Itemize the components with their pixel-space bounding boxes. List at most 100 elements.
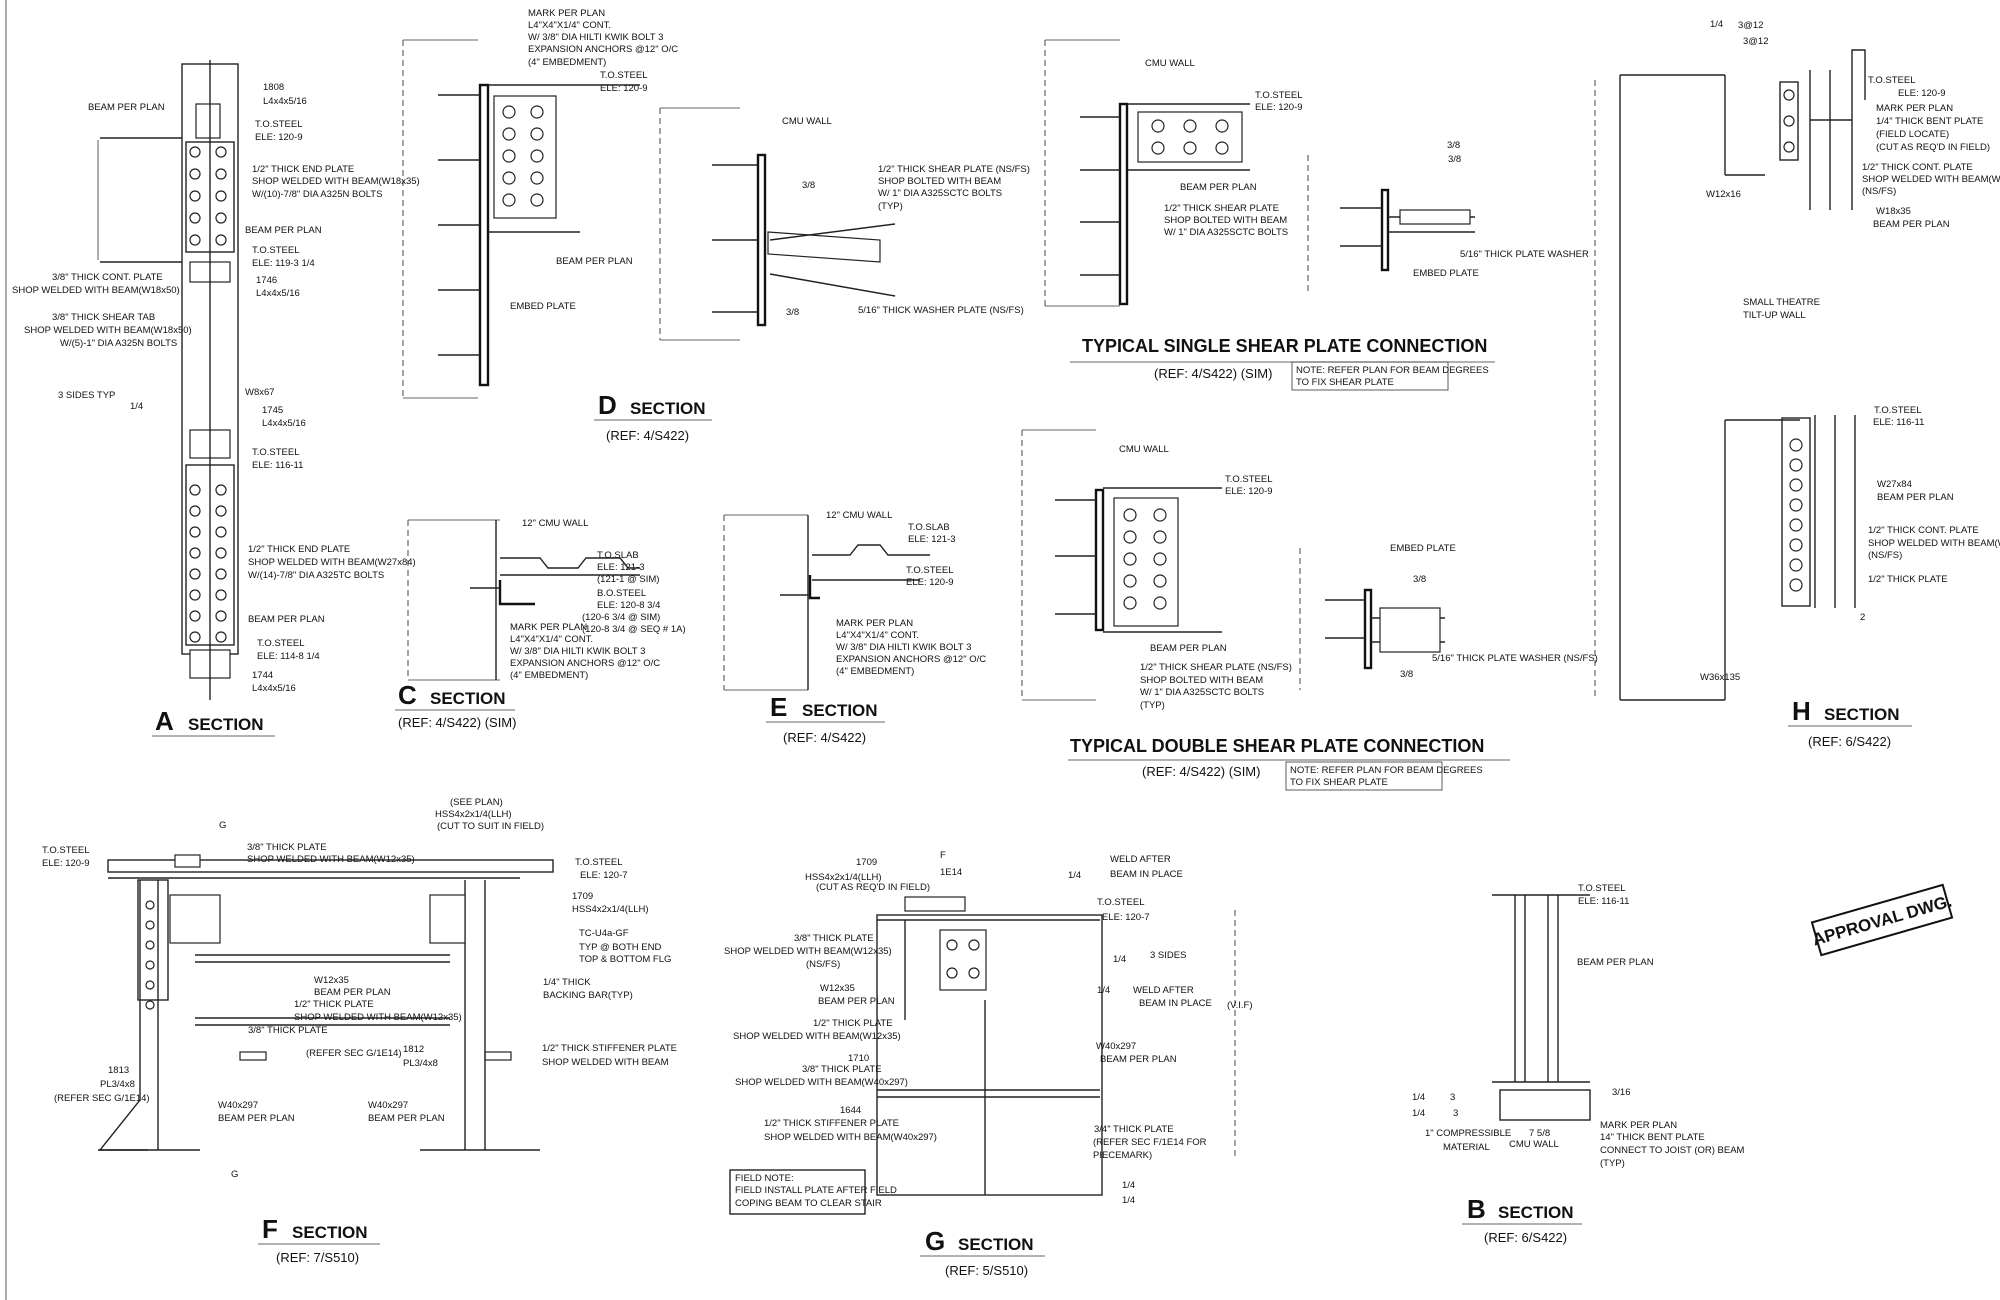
- section-f-label: 1/2" THICK STIFFENER PLATE: [542, 1043, 677, 1054]
- section-g-label: 1/2" THICK PLATE: [813, 1018, 893, 1029]
- section-d-label: W/ 1" DIA A325SCTC BOLTS: [878, 188, 1002, 199]
- double-shear-note-2: TO FIX SHEAR PLATE: [1290, 777, 1388, 788]
- single-shear-label: SHOP BOLTED WITH BEAM: [1164, 215, 1287, 226]
- bolt-icon: [502, 171, 516, 185]
- title-g: G SECTION (REF: 5/S510): [920, 1226, 1045, 1278]
- section-d-label: BEAM PER PLAN: [556, 256, 633, 267]
- section-c-label: 12" CMU WALL: [522, 518, 588, 529]
- section-h-label: 1/2" THICK CONT. PLATE: [1862, 162, 1973, 173]
- section-b-label: 3/16: [1612, 1087, 1631, 1098]
- section-h-label: 1/4: [1710, 19, 1723, 30]
- double-shear-label: 3/8: [1400, 669, 1413, 680]
- section-a-label: W/(14)-7/8" DIA A325TC BOLTS: [248, 570, 384, 581]
- section-g-label: (V.I.F): [1227, 1000, 1253, 1011]
- section-b-label: BEAM PER PLAN: [1577, 957, 1654, 968]
- section-g-label: SHOP WELDED WITH BEAM(W40x297): [764, 1132, 937, 1143]
- section-f-detail: [98, 854, 554, 1151]
- section-f-label: 1/2" THICK PLATE: [294, 999, 374, 1010]
- section-f-label: SHOP WELDED WITH BEAM(W12x35): [294, 1012, 462, 1023]
- bolt-icon: [1783, 89, 1795, 101]
- section-g-label: 3 SIDES: [1150, 950, 1186, 961]
- bolt-icon: [1123, 508, 1137, 522]
- section-h-label: (NS/FS): [1868, 550, 1902, 561]
- section-a-label: BEAM PER PLAN: [88, 102, 165, 113]
- section-e-label: T.O.STEEL: [906, 565, 954, 576]
- section-h-label: T.O.STEEL: [1868, 75, 1916, 86]
- section-e-label: W/ 3/8" DIA HILTI KWIK BOLT 3: [836, 642, 971, 653]
- section-b-label: ELE: 116-11: [1578, 896, 1629, 907]
- bolt-icon: [189, 589, 201, 601]
- bolt-icon: [502, 105, 516, 119]
- section-h-label: ELE: 116-11: [1873, 417, 1924, 428]
- section-h-letter: H: [1792, 696, 1811, 726]
- section-g-label: W40x297: [1096, 1041, 1136, 1052]
- section-e-label: T.O.SLAB: [908, 522, 950, 533]
- bolt-icon: [145, 920, 155, 930]
- double-shear-label: BEAM PER PLAN: [1150, 643, 1227, 654]
- section-g-label: T.O.STEEL: [1097, 897, 1145, 908]
- section-f-label: (CUT TO SUIT IN FIELD): [437, 821, 544, 832]
- section-f-label: ELE: 120-9: [42, 858, 90, 869]
- field-note-box: [729, 1169, 866, 1215]
- bolt-icon: [215, 505, 227, 517]
- section-d-label: 1/2" THICK SHEAR PLATE (NS/FS): [878, 164, 1030, 175]
- section-g-label: (CUT AS REQ'D IN FIELD): [816, 882, 930, 893]
- section-c-letter: C: [398, 680, 417, 710]
- section-d-label: CMU WALL: [782, 116, 832, 127]
- section-a-label: W/(5)-1" DIA A325N BOLTS: [60, 338, 177, 349]
- bolt-icon: [1789, 578, 1803, 592]
- section-g-label: SHOP WELDED WITH BEAM(W12x35): [733, 1031, 901, 1042]
- single-shear-label: ELE: 120-9: [1255, 102, 1303, 113]
- bolt-icon: [189, 610, 201, 622]
- section-h-word: SECTION: [1824, 705, 1900, 724]
- section-f-label: HSS4x2x1/4(LLH): [435, 809, 512, 820]
- bolt-icon: [189, 212, 201, 224]
- bolt-icon: [215, 484, 227, 496]
- bolt-icon: [1153, 552, 1167, 566]
- double-shear-label: (TYP): [1140, 700, 1165, 711]
- bolt-icon: [215, 610, 227, 622]
- section-a-label: 3 SIDES TYP: [58, 390, 115, 401]
- section-e-label: ELE: 120-9: [906, 577, 954, 588]
- bolt-icon: [1789, 538, 1803, 552]
- section-c-label: (120-8 3/4 @ SEQ # 1A): [582, 624, 686, 635]
- section-h-label: W36x135: [1700, 672, 1740, 683]
- section-b-label: T.O.STEEL: [1578, 883, 1626, 894]
- section-a-label: ELE: 116-11: [252, 460, 303, 471]
- annotation-labels: BEAM PER PLAN1808L4x4x5/16T.O.STEELELE: …: [12, 8, 2000, 1209]
- double-shear-label: SHOP BOLTED WITH BEAM: [1140, 675, 1263, 686]
- section-g-label: 1/4: [1097, 985, 1110, 996]
- bolt-icon: [1789, 498, 1803, 512]
- section-b-label: 1/4: [1412, 1092, 1425, 1103]
- section-a-label: ELE: 114-8 1/4: [257, 651, 320, 662]
- single-shear-label: 1/2" THICK SHEAR PLATE: [1164, 203, 1279, 214]
- section-a-label: 1/2" THICK END PLATE: [248, 544, 350, 555]
- section-d-label: 5/16" THICK WASHER PLATE (NS/FS): [858, 305, 1024, 316]
- bolt-icon: [530, 105, 544, 119]
- section-c-label: (120-6 3/4 @ SIM): [582, 612, 660, 623]
- bolt-icon: [1789, 438, 1803, 452]
- section-d-label: 3/8: [802, 180, 815, 191]
- section-h-label: SHOP WELDED WITH BEAM(W18x35): [1862, 174, 2000, 185]
- section-g-ref: (REF: 5/S510): [945, 1263, 1028, 1278]
- title-double: TYPICAL DOUBLE SHEAR PLATE CONNECTION (R…: [1070, 736, 1484, 791]
- section-f-label: BACKING BAR(TYP): [543, 990, 633, 1001]
- bolt-icon: [946, 939, 958, 951]
- section-f-label: 1709: [572, 891, 593, 902]
- section-b-label: MARK PER PLAN: [1600, 1120, 1677, 1131]
- bolt-icon: [215, 168, 227, 180]
- section-a-letter: A: [155, 706, 174, 736]
- bolt-icon: [215, 526, 227, 538]
- section-f-label: 3/8" THICK PLATE: [248, 1025, 328, 1036]
- section-e-letter: E: [770, 692, 787, 722]
- single-shear-label: 5/16" THICK PLATE WASHER: [1460, 249, 1589, 260]
- section-a-label: SHOP WELDED WITH BEAM(W18x50): [12, 285, 180, 296]
- bolt-icon: [946, 967, 958, 979]
- section-a-label: L4x4x5/16: [262, 418, 306, 429]
- section-h-label: BEAM PER PLAN: [1873, 219, 1950, 230]
- section-e-label: ELE: 121-3: [908, 534, 956, 545]
- section-c-detail: [407, 519, 640, 681]
- section-h-bolts: [1783, 89, 1803, 592]
- section-e-ref: (REF: 4/S422): [783, 730, 866, 745]
- title-a: A SECTION: [152, 706, 275, 737]
